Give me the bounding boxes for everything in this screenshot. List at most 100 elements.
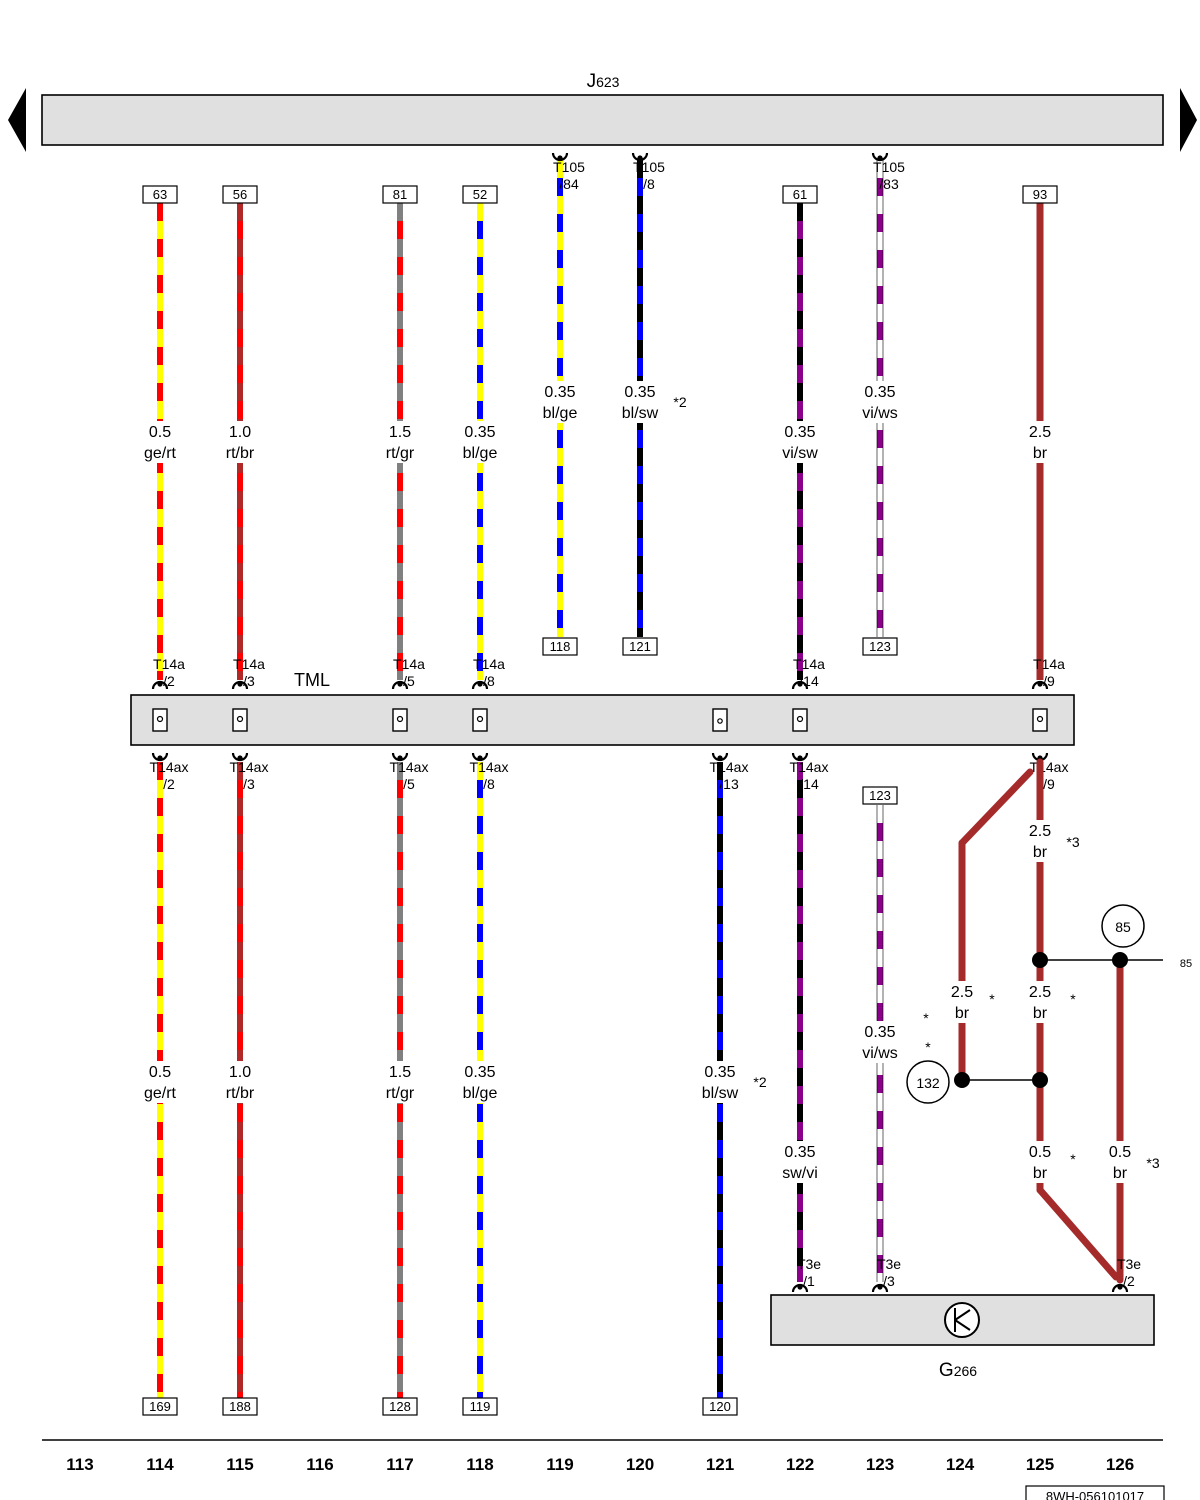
w123u-top-pin-label-a: T105 [873, 159, 905, 175]
w118u-label-size: 0.35 [464, 424, 495, 441]
brown-main-label-bg [1016, 820, 1064, 862]
w118u-top-ref-box [462, 185, 498, 204]
brown-branch-diagonal [958, 768, 1034, 847]
w118u-label-color: bl/ge [463, 445, 498, 462]
ground-circle-85-label: 85 [1115, 919, 1131, 935]
circle-132-note: * [925, 1039, 931, 1055]
w119u-top-pin [551, 152, 569, 162]
w121l-label-color: bl/sw [702, 1085, 739, 1102]
w125u-top-ref: 93 [1033, 187, 1047, 202]
column-120: 120 [626, 1455, 654, 1474]
w118l-label-color: bl/ge [463, 1085, 498, 1102]
column-115: 115 [226, 1455, 253, 1474]
w119u-top-pin-label-b: /84 [559, 176, 579, 192]
w123l-label-bg [856, 1021, 904, 1063]
w118u-tml-pin [472, 708, 488, 732]
w122l-label-color: sw/vi [782, 1165, 818, 1182]
brown-main-label-color: br [1033, 844, 1048, 861]
w114u-label-bg [136, 421, 184, 463]
w125u-label-bg [1016, 421, 1064, 463]
w120u-bottom-ref-box [622, 637, 658, 656]
brown-low-left-label-size: 0.5 [1029, 1144, 1051, 1161]
w117l-top-pin [391, 752, 409, 762]
w118l-bottom-ref: 119 [470, 1399, 491, 1414]
w125u-tml-pin [1032, 708, 1048, 732]
w115u-label-size: 1.0 [229, 424, 251, 441]
w122l-bottom-pin-label-a: T3e [797, 1256, 821, 1272]
column-114: 114 [146, 1455, 174, 1474]
brown-network-layer: T14ax/9851322.5br*32.5br*2.5br*0.5br*0.5… [906, 752, 1163, 1293]
w118l-label-size: 0.35 [464, 1064, 495, 1081]
w125u-label-size: 2.5 [1029, 424, 1051, 441]
w117u-label-size: 1.5 [389, 424, 411, 441]
w117l-label-size: 1.5 [389, 1064, 411, 1081]
previous-page-arrow-icon[interactable] [8, 88, 26, 152]
w122l-label-size: 0.35 [784, 1144, 815, 1161]
column-123: 123 [866, 1455, 894, 1474]
w119u-label-bg [536, 381, 584, 423]
diagram-id-box [1025, 1485, 1165, 1500]
w122u-label-size: 0.35 [784, 424, 815, 441]
w115u-top-ref-box [222, 185, 258, 204]
w122l-bottom-pin-label-b: /1 [803, 1273, 815, 1289]
w123u-bottom-ref: 123 [869, 639, 891, 654]
w118u-bottom-pin [471, 680, 489, 690]
brown-low-left-note: * [1070, 1151, 1076, 1167]
w125u-bottom-pin [1031, 680, 1049, 690]
w115l-label-color: rt/br [226, 1085, 255, 1102]
w117l-bottom-ref-box [382, 1397, 418, 1416]
w121l-top-pin [711, 752, 729, 762]
w118l-top-pin [471, 752, 489, 762]
column-122: 122 [786, 1455, 814, 1474]
tml-label: TML [294, 670, 330, 690]
brown-left-label-bg [938, 981, 986, 1023]
column-118: 118 [466, 1455, 493, 1474]
w114l-top-pin-label-b: /2 [163, 776, 175, 792]
sensor-symbol-icon [944, 1302, 980, 1338]
brown-left-label-color: br [955, 1005, 970, 1022]
brown-top-pin-label-a: T14ax [1030, 759, 1069, 775]
w114u-bottom-pin-label-b: /2 [163, 673, 175, 689]
w123u-top-pin-label-b: /83 [879, 176, 899, 192]
brown-low-right-label-size: 0.5 [1109, 1144, 1131, 1161]
ecu-label: J623 [587, 71, 620, 92]
w125u-bottom-pin-label-a: T14a [1033, 656, 1065, 672]
w115u-label-bg [216, 421, 264, 463]
w114u-top-ref-box [142, 185, 178, 204]
w125u-bottom-pin-label-b: /9 [1043, 673, 1055, 689]
brown-low-right-label-bg [1096, 1141, 1144, 1183]
w115u-bottom-pin-label-b: /3 [243, 673, 255, 689]
w115l-top-pin [231, 752, 249, 762]
ecu-box[interactable] [41, 94, 1164, 146]
junction-dot-0 [1032, 952, 1048, 968]
w121l-bottom-ref-box [702, 1397, 738, 1416]
w122u-tml-pin [792, 708, 808, 732]
w120u-label-color: bl/sw [622, 405, 659, 422]
brown-mid-label-bg [1016, 981, 1064, 1023]
w120u-label-size: 0.35 [624, 384, 655, 401]
w121l-label-bg [696, 1061, 744, 1103]
column-125: 125 [1026, 1455, 1054, 1474]
w115l-bottom-ref-box [222, 1397, 258, 1416]
w117l-top-pin-label-a: T14ax [390, 759, 429, 775]
w123l-label-color: vi/ws [862, 1045, 898, 1062]
w122u-bottom-pin-label-b: /14 [799, 673, 819, 689]
tml-box[interactable] [130, 694, 1075, 746]
w115l-top-pin-label-b: /3 [243, 776, 255, 792]
next-page-arrow-icon[interactable] [1180, 88, 1197, 152]
brown-left-label-size: 2.5 [951, 984, 973, 1001]
w115u-tml-pin [232, 708, 248, 732]
w119u-bottom-ref: 118 [550, 639, 571, 654]
junction-dot-1 [1112, 952, 1128, 968]
w123l-bottom-pin [871, 1283, 889, 1293]
w114l-bottom-ref-box [142, 1397, 178, 1416]
w123l-bottom-pin-label-b: /3 [883, 1273, 895, 1289]
diagram-id: 8WH-056101017 [1046, 1489, 1144, 1500]
column-113: 113 [66, 1455, 93, 1474]
column-117: 117 [386, 1455, 413, 1474]
ground-circle-85 [1101, 904, 1145, 948]
w117l-bottom-ref: 128 [389, 1399, 411, 1414]
brown-low-left-label-color: br [1033, 1165, 1048, 1182]
w121l-note: *2 [753, 1074, 766, 1090]
w121l-bottom-ref: 120 [709, 1399, 731, 1414]
